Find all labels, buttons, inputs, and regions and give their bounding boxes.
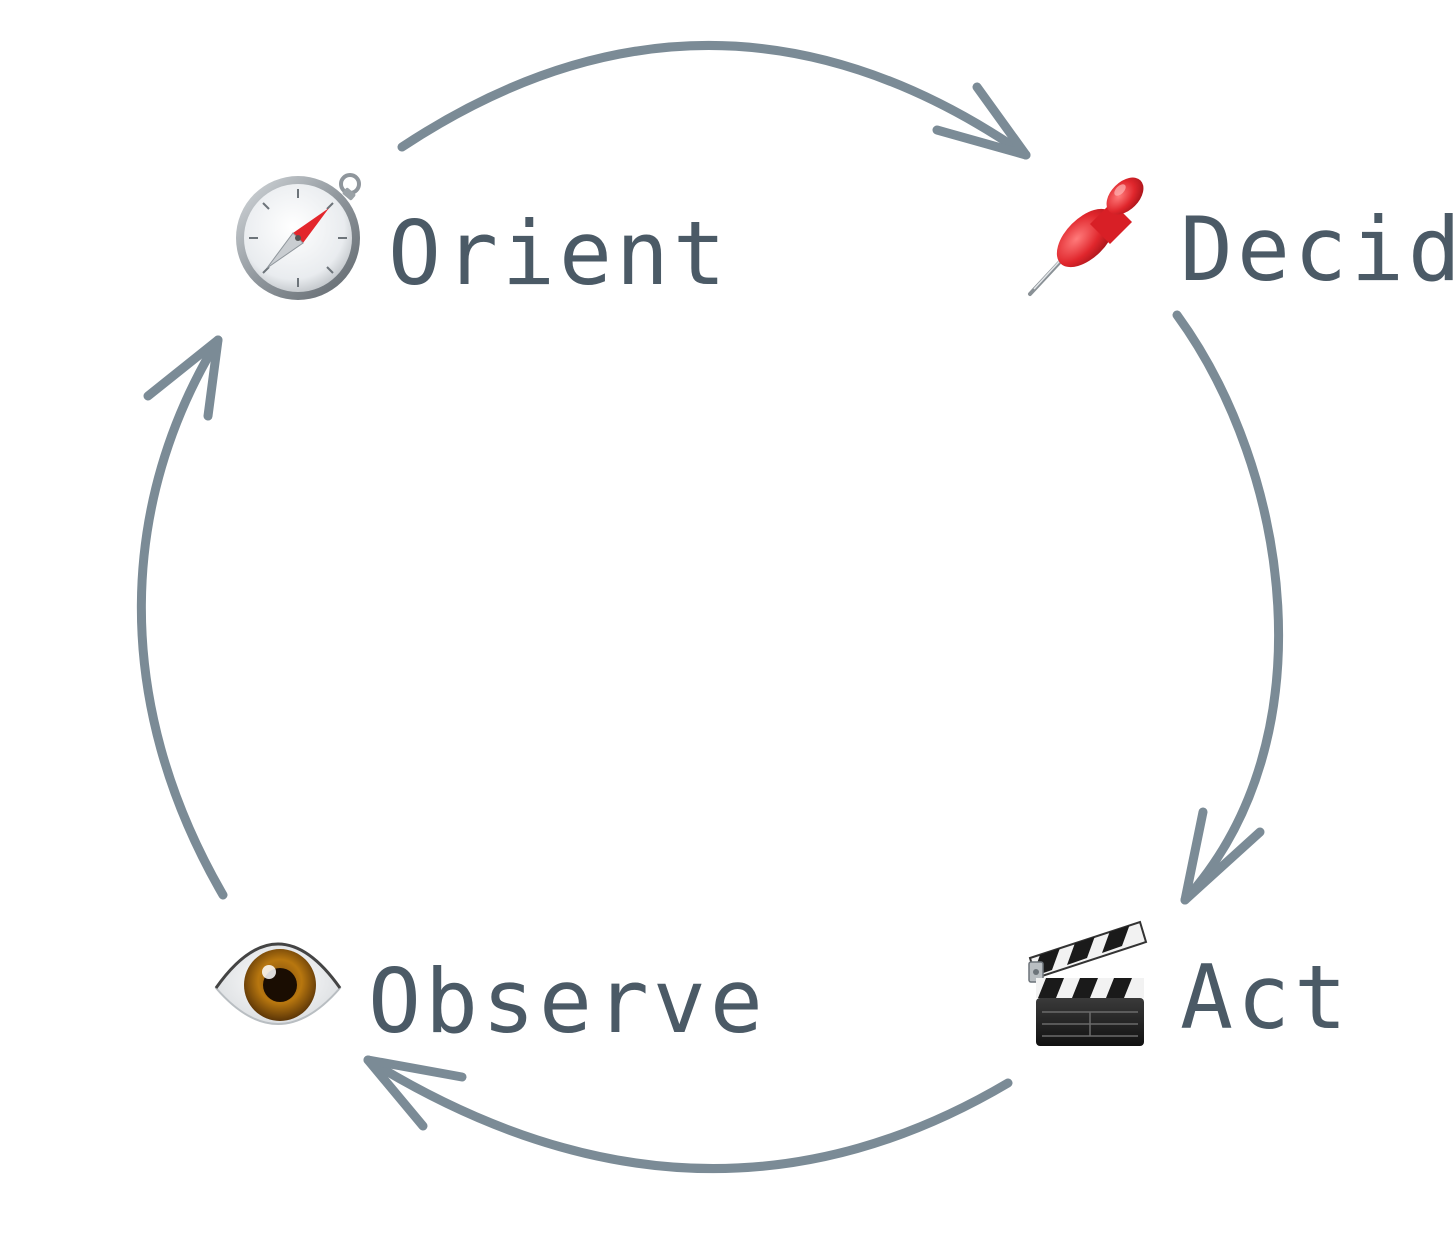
stage-label-act: Act (1180, 946, 1351, 1049)
pushpin-icon (1028, 177, 1144, 296)
cycle-arrows (136, 40, 1284, 1174)
eye-icon (214, 942, 342, 1025)
stage-decide: Decide (1028, 177, 1456, 301)
stage-label-observe: Observe (368, 950, 767, 1053)
arrowhead-act-to-observe (363, 1055, 467, 1131)
arrowhead-orient-to-decide (932, 82, 1031, 160)
arrowhead-observe-to-orient (143, 335, 223, 421)
arrow-act-to-observe (363, 1055, 1013, 1174)
compass-icon (236, 173, 361, 300)
stage-label-orient: Orient (388, 202, 730, 305)
stage-label-decide: Decide (1180, 198, 1456, 301)
arrow-decide-to-act (1172, 310, 1284, 905)
arrowhead-decide-to-act (1180, 807, 1265, 905)
stage-orient: Orient (236, 173, 730, 305)
clapper-board-icon (1028, 920, 1148, 1046)
arrow-observe-to-orient (136, 335, 228, 900)
stage-act: Act (1028, 920, 1351, 1049)
stage-observe: Observe (214, 942, 767, 1053)
arrow-orient-to-decide (397, 40, 1031, 160)
